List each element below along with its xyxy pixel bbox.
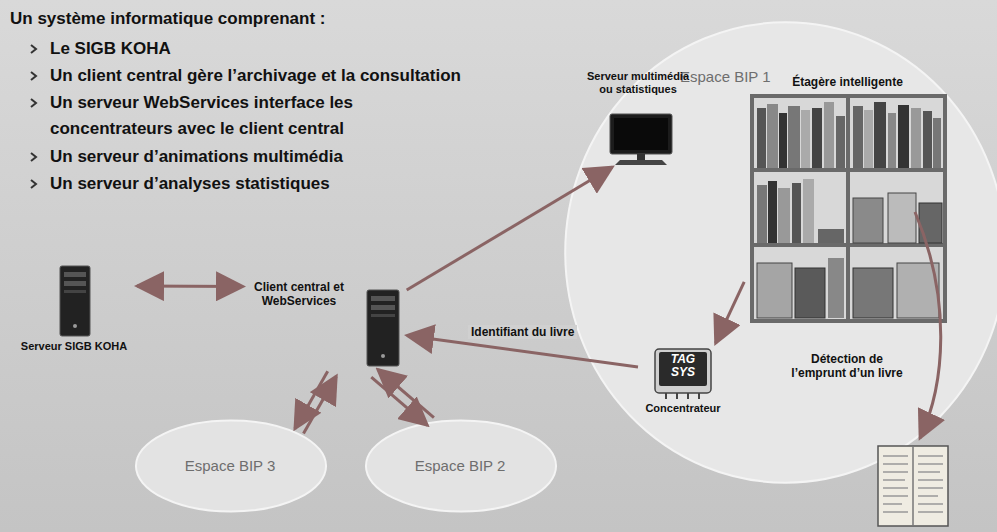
multimedia-server: Serveur multimédia ou statistiques	[578, 70, 698, 166]
connector-arrow	[371, 377, 427, 425]
node-text: Client central et WebServices	[245, 280, 353, 309]
monitor-icon	[610, 114, 672, 165]
server-icon	[367, 290, 399, 366]
bullet-item: Un serveur d’analyses statistiques	[50, 171, 530, 197]
connector-arrow	[304, 376, 337, 433]
connector-arrow	[716, 282, 745, 343]
bullet-item: Un serveur d’animations multimédia	[50, 144, 530, 170]
node-text: Serveur multimédia ou statistiques	[580, 70, 696, 96]
bullet-item: Un client central gère l’archivage et la…	[50, 63, 540, 89]
space-circle: Espace BIP 1Serveur multimédia ou statis…	[563, 20, 997, 485]
concentrator-device	[655, 349, 711, 399]
node-text: Étagère intelligente	[755, 75, 940, 89]
diagram-title: Un système informatique comprenant :	[10, 6, 530, 32]
book-illustration	[878, 446, 948, 526]
edge-label: Identifiant du livre	[468, 325, 577, 339]
concentrator: TAG SYS Concentrateur	[640, 345, 728, 419]
connector-arrow	[407, 167, 613, 290]
connector-arrow	[407, 336, 638, 367]
bullet-item: Un serveur WebServices interface les con…	[50, 90, 450, 142]
node-text: Espace BIP 2	[365, 457, 555, 475]
borrow-arrow	[915, 212, 941, 438]
server-icon	[60, 266, 90, 336]
ellipse-shape	[366, 420, 556, 511]
connector-arrow	[137, 285, 243, 288]
ellipse-shape	[565, 22, 997, 482]
bullet-marks	[31, 45, 36, 188]
connector-arrow	[378, 370, 434, 418]
koha-server: Serveur SIGB KOHA	[15, 262, 135, 358]
shelf-illustration	[752, 96, 945, 321]
ellipse-shape	[136, 420, 326, 511]
annotation-label: Détection de l’emprunt d’un livre	[786, 352, 908, 381]
smart-shelf: Étagère intelligente	[745, 75, 950, 325]
space-ellipse: Espace BIP 3	[135, 420, 327, 512]
node-text: Concentrateur	[640, 402, 726, 415]
space-ellipse: Espace BIP 2	[365, 420, 557, 512]
node-text: TAG SYS	[660, 353, 706, 379]
node-text: Serveur SIGB KOHA	[15, 340, 133, 353]
node-text: Espace BIP 3	[135, 457, 325, 475]
bullet-item: Le SIGB KOHA	[50, 36, 530, 62]
central-server: Client central et WebServices	[245, 280, 405, 372]
